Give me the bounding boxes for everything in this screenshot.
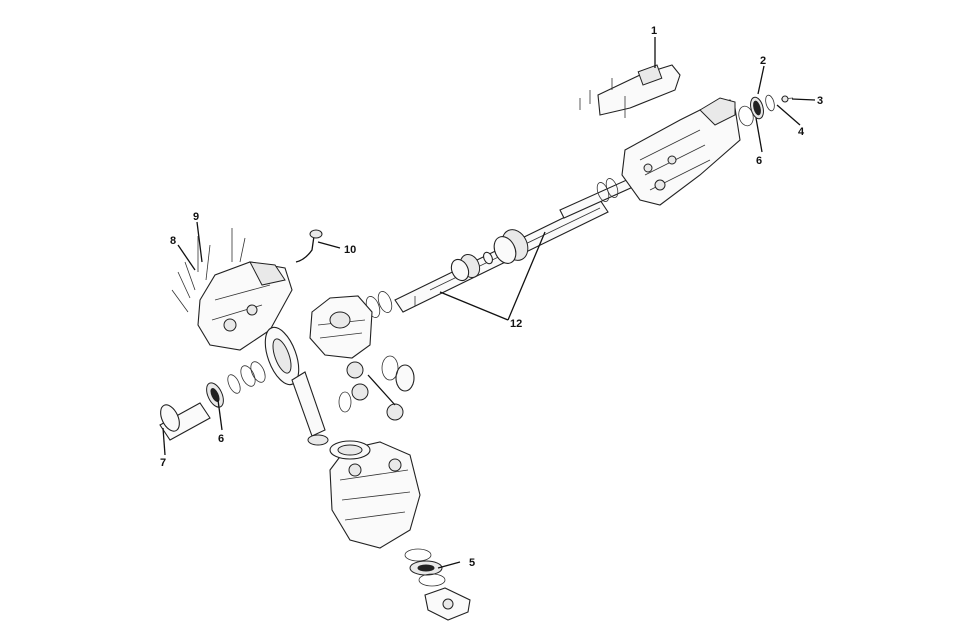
left-housing-bolts <box>171 228 246 313</box>
shaft-bearing-spline <box>450 229 529 282</box>
left-axle-housing <box>197 261 293 351</box>
left-stub-shaft <box>159 361 266 441</box>
callout-7: 7 <box>160 457 166 469</box>
callout-5: 5 <box>469 557 475 569</box>
callout-8: 8 <box>170 235 176 247</box>
callout-6-left: 6 <box>218 433 224 445</box>
center-carrier-housing <box>329 440 421 549</box>
right-axle-housing <box>621 97 741 206</box>
pinion-shaft <box>291 371 329 446</box>
differential-case <box>309 295 373 359</box>
leader-lines <box>162 37 816 569</box>
pinion-seal-flange <box>404 548 471 621</box>
spider-gears <box>338 355 415 421</box>
callout-2: 2 <box>760 55 766 67</box>
right-seal-parts <box>738 94 794 127</box>
actuator-assembly <box>579 64 681 118</box>
shaft-seal-rings <box>365 178 619 318</box>
callout-6-right: 6 <box>756 155 762 167</box>
callout-4: 4 <box>798 126 805 138</box>
ring-gear <box>264 326 300 386</box>
callout-1: 1 <box>651 25 657 37</box>
breather-hose <box>295 229 323 263</box>
callout-3: 3 <box>817 95 823 107</box>
callout-9: 9 <box>193 211 199 223</box>
callout-12: 12 <box>510 318 522 330</box>
callout-10: 10 <box>344 244 356 256</box>
